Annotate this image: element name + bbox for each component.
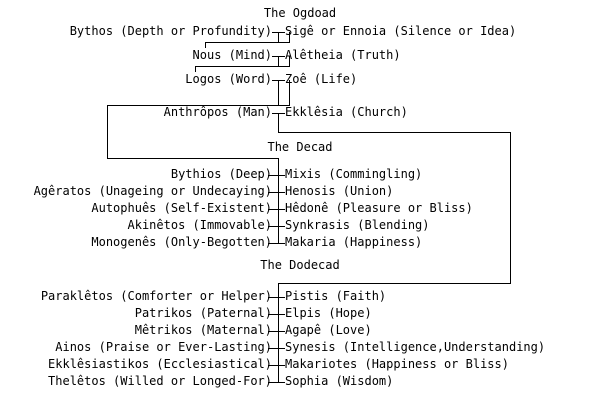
syzygy-bridge-dodecad-1 bbox=[268, 314, 285, 315]
aeon-right-decad-3: Synkrasis (Blending) bbox=[285, 218, 430, 232]
branch-to-decad-horizontal bbox=[107, 158, 279, 159]
aeon-right-dodecad-0: Pistis (Faith) bbox=[285, 289, 387, 303]
emanation-cross-1 bbox=[195, 66, 290, 67]
aeon-right-dodecad-4: Makariotes (Happiness or Bliss) bbox=[285, 357, 509, 371]
syzygy-bridge-dodecad-3 bbox=[268, 348, 285, 349]
syzygy-bridge-decad-2 bbox=[268, 209, 285, 210]
branch-to-decad-vertical bbox=[107, 105, 108, 158]
syzygy-bridge-decad-4 bbox=[268, 243, 285, 244]
syzygy-bridge-decad-1 bbox=[268, 192, 285, 193]
aeon-left-dodecad-3: Ainos (Praise or Ever-Lasting) bbox=[55, 340, 272, 354]
emanation-drop-2 bbox=[278, 80, 279, 105]
emanation-drop-1 bbox=[278, 56, 279, 66]
dodecad-spine bbox=[278, 283, 279, 383]
aeon-left-dodecad-4: Ekklêsiastikos (Ecclesiastical) bbox=[48, 357, 272, 371]
emanation-rise-1-right bbox=[289, 56, 290, 66]
aeon-right-dodecad-2: Agapê (Love) bbox=[285, 323, 372, 337]
emanation-rise-0-right bbox=[289, 32, 290, 42]
syzygy-bridge-dodecad-2 bbox=[268, 331, 285, 332]
branch-to-dodecad-vertical bbox=[510, 132, 511, 283]
group-heading-dodecad: The Dodecad bbox=[260, 258, 340, 272]
aeon-left-decad-1: Agêratos (Unageing or Undecaying) bbox=[33, 184, 272, 198]
aeon-left-decad-3: Akinêtos (Immovable) bbox=[127, 218, 273, 232]
aeon-right-ogdoad-0: Sigê or Ennoia (Silence or Idea) bbox=[285, 24, 517, 38]
aeon-left-dodecad-0: Paraklêtos (Comforter or Helper) bbox=[40, 289, 272, 303]
syzygy-bridge-dodecad-5 bbox=[268, 382, 285, 383]
syzygy-bridge-dodecad-0 bbox=[268, 297, 285, 298]
syzygy-bridge-decad-0 bbox=[268, 175, 285, 176]
aeon-right-decad-1: Henosis (Union) bbox=[285, 184, 394, 198]
syzygy-bridge-decad-3 bbox=[268, 226, 285, 227]
syzygy-bridge-dodecad-4 bbox=[268, 365, 285, 366]
branch-to-dodecad-horizontal bbox=[278, 283, 511, 284]
aeon-left-decad-2: Autophuês (Self-Existent) bbox=[91, 201, 272, 215]
aeon-right-decad-2: Hêdonê (Pleasure or Bliss) bbox=[285, 201, 473, 215]
emanation-rise-0-left bbox=[205, 42, 206, 48]
aeon-right-dodecad-5: Sophia (Wisdom) bbox=[285, 374, 394, 388]
aeon-left-ogdoad-2: Logos (Word) bbox=[185, 72, 272, 86]
branch-to-dodecad-drop bbox=[278, 113, 279, 132]
group-heading-ogdoad: The Ogdoad bbox=[263, 6, 337, 20]
emanation-rise-1-left bbox=[195, 66, 196, 72]
emanation-drop-0 bbox=[278, 32, 279, 42]
aeon-right-ogdoad-1: Alêtheia (Truth) bbox=[285, 48, 401, 62]
aeon-right-ogdoad-2: Zoê (Life) bbox=[285, 72, 358, 86]
aeon-left-dodecad-1: Patrikos (Paternal) bbox=[134, 306, 272, 320]
aeon-left-decad-4: Monogenês (Only-Begotten) bbox=[91, 235, 272, 249]
aeon-right-dodecad-3: Synesis (Intelligence,Understanding) bbox=[285, 340, 546, 354]
emanation-cross-2 bbox=[107, 105, 290, 106]
aeon-right-dodecad-1: Elpis (Hope) bbox=[285, 306, 372, 320]
aeon-left-dodecad-2: Mêtrikos (Maternal) bbox=[134, 323, 272, 337]
aeon-left-ogdoad-0: Bythos (Depth or Profundity) bbox=[69, 24, 272, 38]
decad-spine bbox=[278, 158, 279, 244]
aeon-left-dodecad-5: Thelêtos (Willed or Longed-For) bbox=[48, 374, 272, 388]
aeon-right-decad-4: Makaria (Happiness) bbox=[285, 235, 423, 249]
aeon-left-ogdoad-1: Nous (Mind) bbox=[192, 48, 272, 62]
emanation-cross-0 bbox=[205, 42, 290, 43]
branch-to-dodecad-top bbox=[278, 132, 511, 133]
aeon-right-ogdoad-3: Ekklêsia (Church) bbox=[285, 105, 408, 119]
aeon-right-decad-0: Mixis (Commingling) bbox=[285, 167, 423, 181]
emanation-rise-2-right bbox=[289, 80, 290, 105]
aeon-left-decad-0: Bythios (Deep) bbox=[170, 167, 272, 181]
aeon-left-ogdoad-3: Anthrôpos (Man) bbox=[163, 105, 272, 119]
group-heading-decad: The Decad bbox=[267, 140, 333, 154]
